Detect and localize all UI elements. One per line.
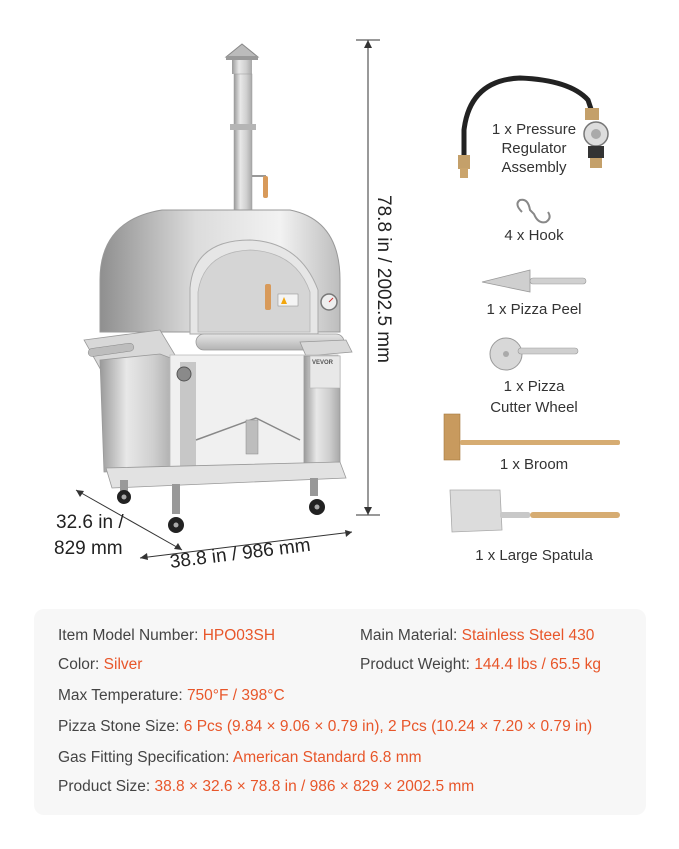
accessory-label-broom: 1 x Broom	[499, 456, 569, 473]
accessory-label-regulator-line2: Regulator	[501, 140, 567, 157]
spec-model: Item Model Number: HPO03SH	[58, 627, 276, 644]
accessory-label-hook: 4 x Hook	[504, 227, 564, 244]
spec-pizza-stone-size: Pizza Stone Size: 6 Pcs (9.84 × 9.06 × 0…	[58, 718, 593, 735]
depth-dimension-label-line2: 829 mm	[54, 538, 123, 559]
broom-icon	[443, 413, 620, 461]
hook-icon	[516, 198, 551, 224]
accessory-label-regulator-line3: Assembly	[501, 159, 567, 176]
pizza-oven-image	[75, 39, 380, 560]
accessory-label-spatula: 1 x Large Spatula	[475, 547, 593, 564]
product-illustration: 78.8 in / 2002.5 mm 32.6 in / 829 mm 38.…	[54, 39, 620, 573]
accessory-label-cutter-line2: Cutter Wheel	[490, 399, 578, 416]
spec-material: Main Material: Stainless Steel 430	[360, 627, 595, 644]
accessories-illustration	[443, 75, 620, 533]
specifications-panel: Item Model Number: HPO03SH Main Material…	[34, 609, 646, 815]
accessory-label-regulator-line1: 1 x Pressure	[491, 121, 577, 138]
brand-label: VEVOR	[312, 360, 334, 366]
pressure-regulator-icon	[458, 75, 609, 178]
accessory-label-cutter-line1: 1 x Pizza	[503, 378, 565, 395]
spec-max-temperature: Max Temperature: 750°F / 398°C	[58, 687, 285, 704]
spec-color: Color: Silver	[58, 656, 143, 673]
spec-gas-fitting: Gas Fitting Specification: American Stan…	[58, 749, 422, 766]
large-spatula-icon	[449, 489, 620, 533]
spec-product-size: Product Size: 38.8 × 32.6 × 78.8 in / 98…	[58, 778, 475, 795]
pizza-cutter-icon	[489, 337, 579, 371]
pizza-peel-icon	[481, 269, 587, 293]
spec-weight: Product Weight: 144.4 lbs / 65.5 kg	[360, 656, 601, 673]
accessory-label-pizza-peel: 1 x Pizza Peel	[486, 301, 582, 318]
depth-dimension-label-line1: 32.6 in /	[56, 512, 124, 533]
